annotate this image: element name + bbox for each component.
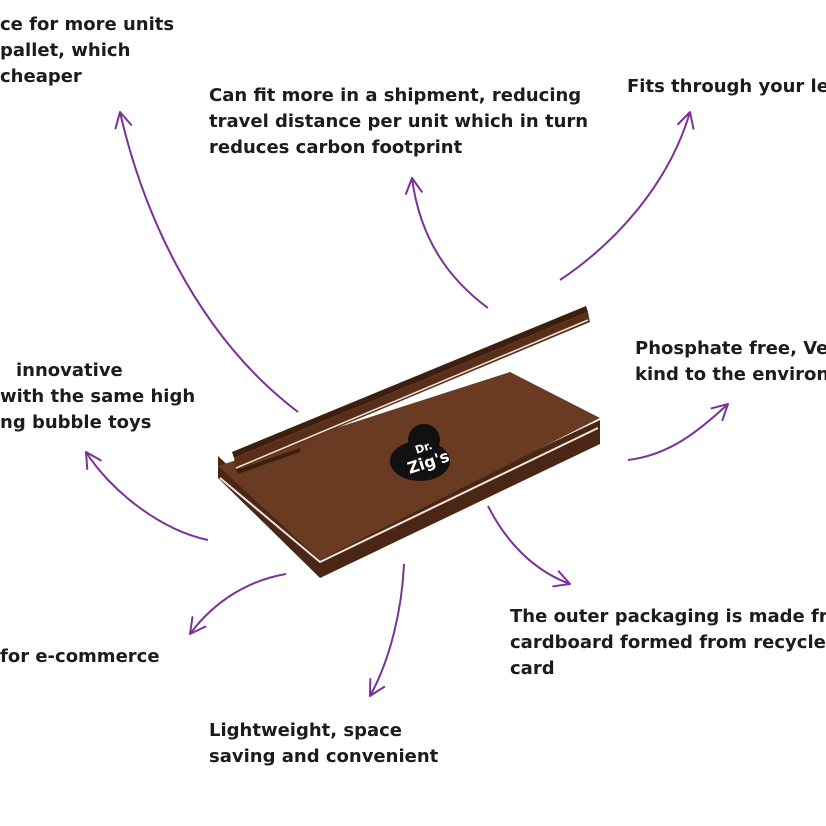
callout-top-left-line3: cheaper	[0, 66, 82, 87]
callout-mid-left-line3: ng bubble toys	[0, 412, 152, 433]
arrow-top-left	[114, 111, 299, 413]
box-lid	[234, 312, 590, 470]
callout-bottom-right: The outer packaging is made fr cardboard…	[510, 604, 826, 682]
arrow-bottom-center	[369, 563, 405, 697]
callout-bottom-center: Lightweight, space saving and convenient	[209, 718, 438, 770]
dr-zigs-logo	[390, 424, 450, 481]
callout-top-center-line3: reduces carbon footprint	[209, 137, 463, 158]
callout-bottom-left-line1: for e-commerce	[0, 646, 160, 667]
callout-top-center: Can fit more in a shipment, reducing tra…	[209, 83, 588, 161]
arrow-bottom-right	[487, 505, 571, 588]
callout-top-left-line2: pallet, which	[0, 40, 131, 61]
callout-mid-right-line1: Phosphate free, Ve	[635, 338, 826, 359]
arrow-top-center	[404, 177, 489, 309]
callout-bottom-left: for e-commerce	[0, 644, 160, 670]
product-box	[218, 306, 600, 578]
callout-bottom-center-line2: saving and convenient	[209, 746, 439, 767]
callout-bottom-right-line3: card	[510, 658, 555, 679]
arrow-bottom-left	[189, 573, 287, 635]
callout-bottom-right-line2: cardboard formed from recycle	[510, 632, 826, 653]
arrow-mid-right	[627, 403, 729, 461]
callout-top-left: ce for more units pallet, which cheaper	[0, 12, 174, 90]
callout-bottom-center-line1: Lightweight, space	[209, 720, 402, 741]
callout-top-right: Fits through your le	[627, 74, 826, 100]
arrow-mid-left	[85, 451, 209, 541]
callout-mid-left-line1: innovative	[16, 360, 123, 381]
callout-top-right-line1: Fits through your le	[627, 76, 826, 97]
arrow-top-right	[559, 111, 695, 281]
callout-mid-left-line2: with the same high	[0, 386, 196, 407]
callout-bottom-right-line1: The outer packaging is made fr	[510, 606, 826, 627]
callout-top-center-line1: Can fit more in a shipment, reducing	[209, 85, 582, 106]
callout-top-left-line1: ce for more units	[0, 14, 175, 35]
callout-mid-right: Phosphate free, Ve kind to the environ	[635, 336, 826, 388]
callout-mid-right-line2: kind to the environ	[635, 364, 826, 385]
callout-top-center-line2: travel distance per unit which in turn	[209, 111, 589, 132]
callout-mid-left: innovative with the same high ng bubble …	[0, 358, 195, 436]
